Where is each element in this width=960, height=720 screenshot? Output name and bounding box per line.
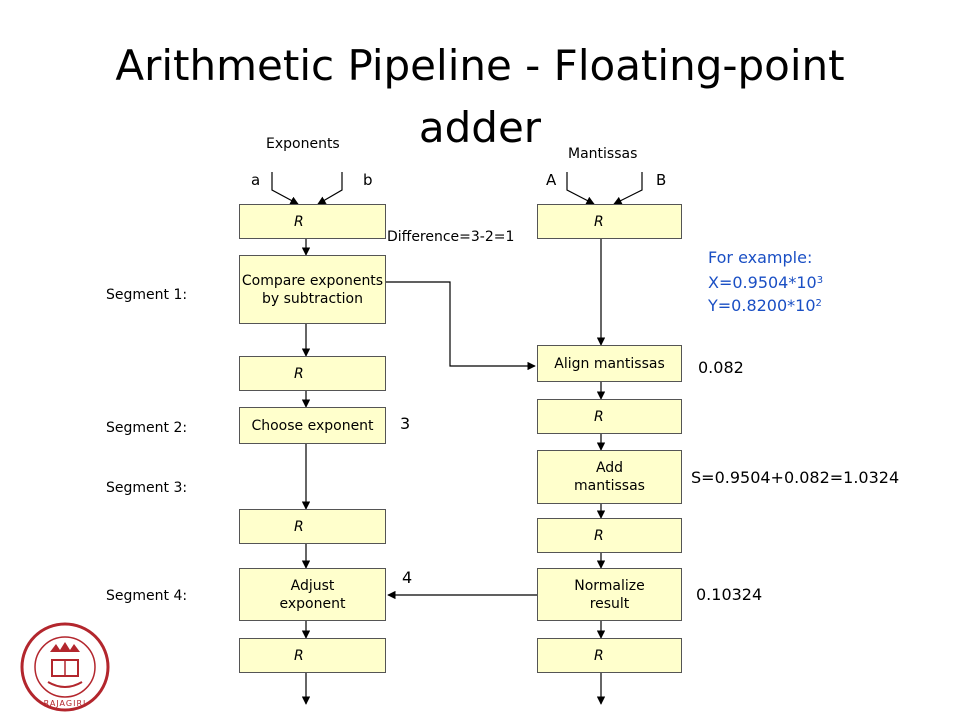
adjust-exponent-box: Adjust exponent — [239, 568, 386, 621]
example-y: Y=0.8200*102 — [708, 293, 822, 317]
segment-1-label: Segment 1: — [106, 287, 188, 303]
normalized-value: 0.10324 — [696, 585, 763, 604]
example-x-base: X=0.9504*10 — [708, 273, 817, 292]
exponent-value: 3 — [400, 414, 411, 433]
choose-exponent-box: Choose exponent — [239, 407, 386, 444]
register-exponent-2: R — [239, 356, 386, 391]
add-mantissas-box: Add mantissas — [537, 450, 682, 504]
example-x: X=0.9504*103 — [708, 270, 823, 294]
register-exponent-3: R — [239, 509, 386, 544]
input-B-arrow — [613, 172, 643, 205]
difference-wire — [386, 281, 536, 371]
aligned-mantissa-value: 0.082 — [698, 358, 744, 377]
register-mantissa-1: R — [537, 204, 682, 239]
input-b-label: b — [363, 171, 373, 189]
register-exponent-1: R — [239, 204, 386, 239]
input-a-arrow — [271, 172, 299, 205]
example-y-exp: 2 — [815, 298, 822, 309]
register-mantissa-2: R — [537, 399, 682, 434]
input-B-label: B — [656, 171, 667, 189]
example-y-base: Y=0.8200*10 — [708, 296, 816, 315]
exponents-label: Exponents — [266, 136, 340, 152]
example-heading: For example: — [708, 248, 813, 267]
normalize-result-box: Normalize result — [537, 568, 682, 621]
input-A-label: A — [546, 171, 557, 189]
input-b-arrow — [317, 172, 343, 205]
page-title-line2: adder — [418, 103, 542, 152]
sum-value: S=0.9504+0.082=1.0324 — [691, 468, 900, 487]
register-mantissa-4: R — [537, 638, 682, 673]
segment-3-label: Segment 3: — [106, 480, 188, 496]
svg-text:RAJAGIRI: RAJAGIRI — [44, 699, 87, 708]
segment-2-label: Segment 2: — [106, 420, 188, 436]
rajagiri-logo-icon: RAJAGIRI — [20, 622, 110, 712]
register-mantissa-3: R — [537, 518, 682, 553]
page-title-line1: Arithmetic Pipeline - Floating-point — [115, 41, 845, 90]
register-exponent-4: R — [239, 638, 386, 673]
adjusted-exponent-value: 4 — [402, 568, 413, 587]
example-x-exp: 3 — [816, 275, 824, 286]
difference-annotation: Difference=3-2=1 — [387, 229, 515, 245]
compare-exponents-box: Compare exponents by subtraction — [239, 255, 386, 324]
input-a-label: a — [251, 171, 261, 189]
mantissas-label: Mantissas — [568, 146, 638, 162]
input-A-arrow — [566, 172, 595, 205]
align-mantissas-box: Align mantissas — [537, 345, 682, 382]
segment-4-label: Segment 4: — [106, 588, 188, 604]
